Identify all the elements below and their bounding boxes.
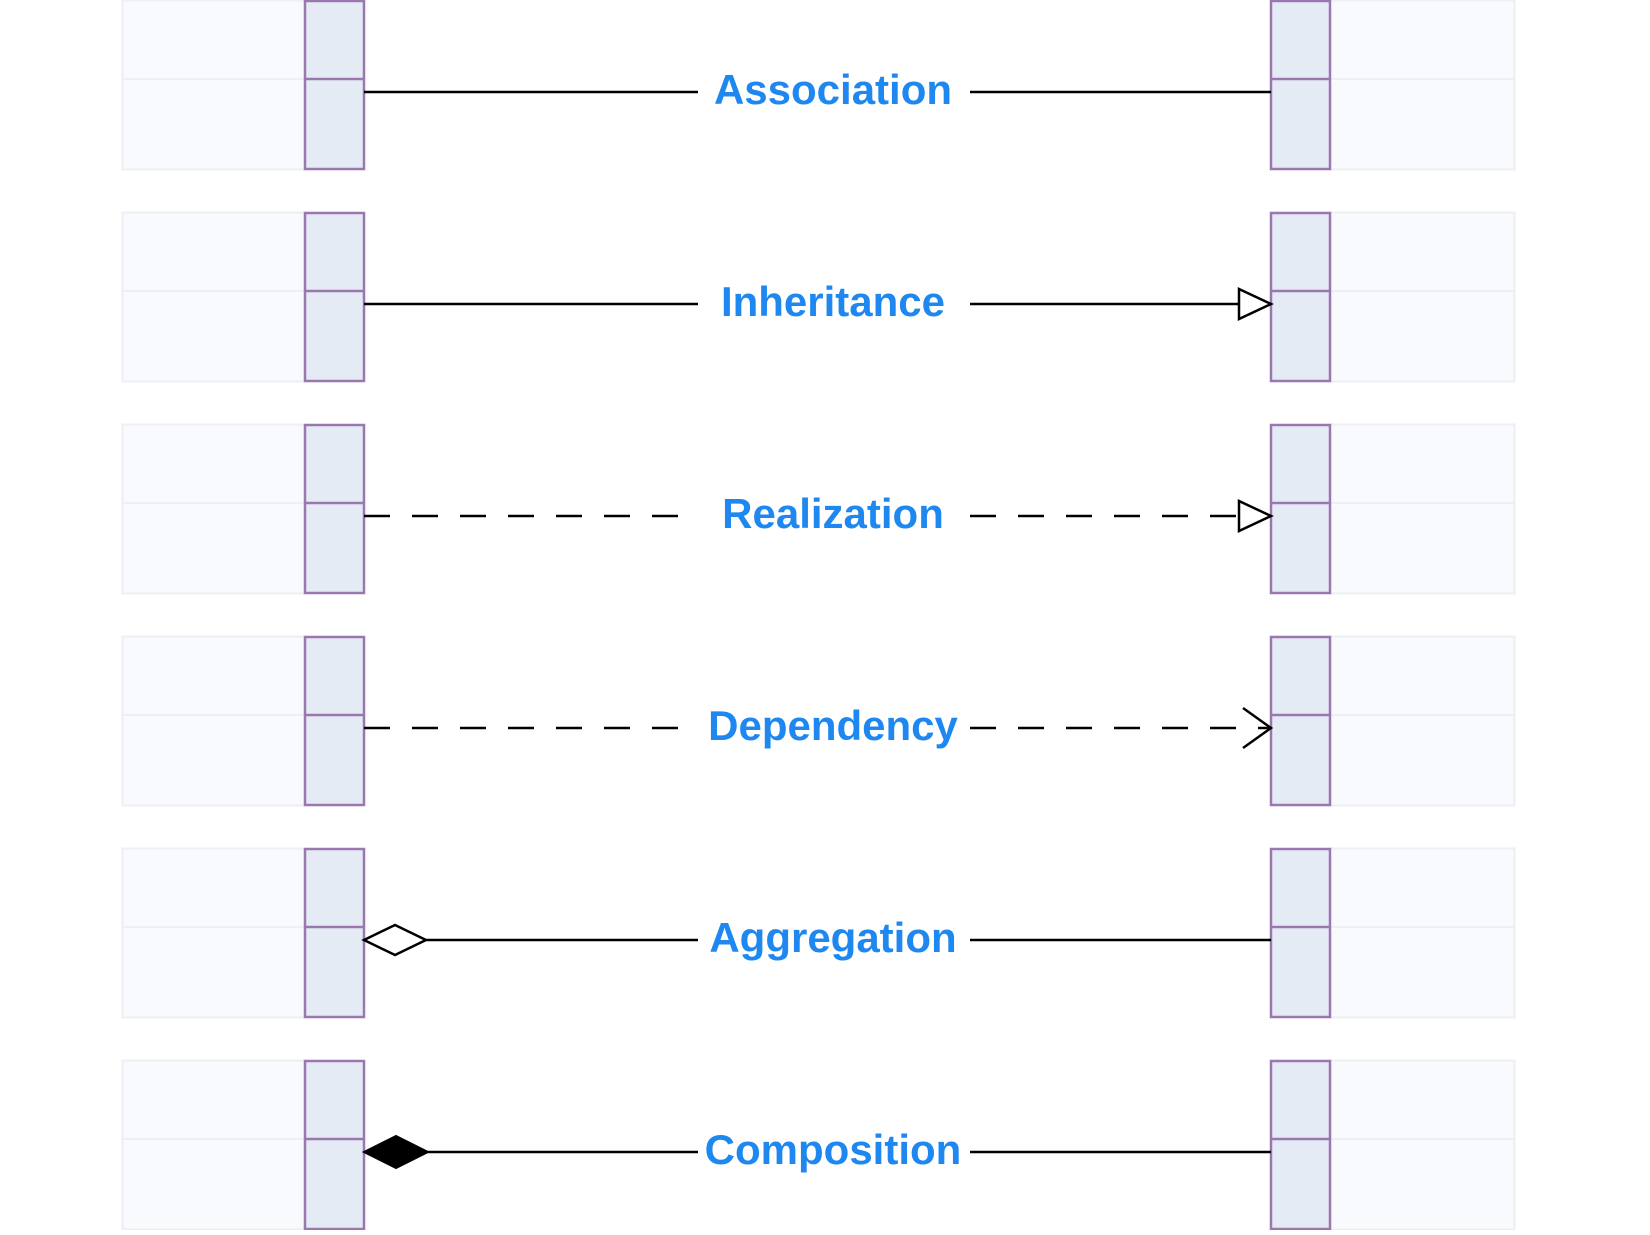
class-compartment [1269,1059,1332,1231]
relationship-association: Association [121,0,1516,171]
right-class-box [1269,423,1516,595]
relationship-composition: Composition [121,1059,1516,1231]
class-body [121,211,307,383]
class-body [1329,211,1516,383]
right-class-box [1269,0,1516,171]
class-body [121,847,307,1019]
left-class-box [121,1059,366,1231]
right-class-box [1269,635,1516,807]
relationship-label-composition: Composition [705,1126,962,1173]
class-body [1329,635,1516,807]
relationship-label-association: Association [714,66,952,113]
relationship-label-dependency: Dependency [708,702,958,749]
left-class-box [121,847,366,1019]
class-compartment [1269,847,1332,1019]
right-class-box [1269,847,1516,1019]
class-body [1329,0,1516,171]
left-class-box [121,0,366,171]
class-compartment [303,423,366,595]
relationship-realization: Realization [121,423,1516,595]
class-compartment [303,0,366,171]
hollow-triangle-arrowhead-icon [1237,499,1274,533]
class-compartment [1269,423,1332,595]
class-body [1329,423,1516,595]
class-body [121,635,307,807]
class-compartment [303,635,366,807]
class-compartment [303,1059,366,1231]
class-body [121,0,307,171]
class-body [1329,1059,1516,1231]
class-compartment [1269,0,1332,171]
class-body [121,423,307,595]
class-compartment [1269,635,1332,807]
hollow-diamond-icon [361,923,429,957]
filled-diamond-icon [361,1134,431,1170]
hollow-triangle-arrowhead-icon [1237,287,1274,321]
class-body [121,1059,307,1231]
left-class-box [121,635,366,807]
relationship-aggregation: Aggregation [121,847,1516,1019]
class-compartment [303,211,366,383]
relationship-label-aggregation: Aggregation [709,914,956,961]
class-compartment [303,847,366,1019]
right-class-box [1269,211,1516,383]
relationship-label-realization: Realization [722,490,944,537]
right-class-box [1269,1059,1516,1231]
relationship-inheritance: Inheritance [121,211,1516,383]
relationship-dependency: Dependency [121,635,1516,807]
left-class-box [121,423,366,595]
left-class-box [121,211,366,383]
class-compartment [1269,211,1332,383]
class-body [1329,847,1516,1019]
relationship-label-inheritance: Inheritance [721,278,945,325]
